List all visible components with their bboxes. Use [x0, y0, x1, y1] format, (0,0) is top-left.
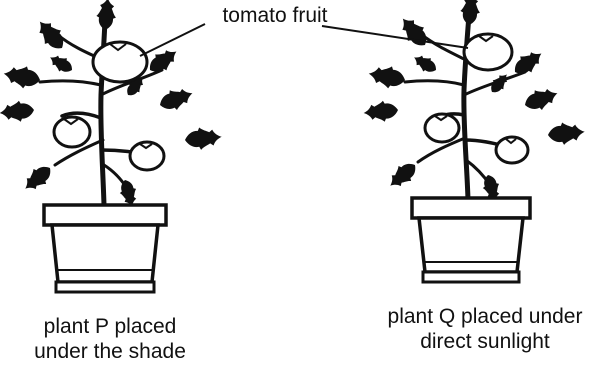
tomato-fruit-q-right: [496, 137, 528, 163]
plant-q-leaves: [363, 0, 586, 204]
plant-p-caption-line2: under the shade: [10, 339, 210, 364]
plant-q-pot: [412, 198, 530, 282]
plant-p-pot: [44, 205, 166, 292]
tomato-fruit-label: tomato fruit: [190, 3, 360, 28]
plant-p-caption-line1: plant P placed: [10, 314, 210, 339]
pointer-line-p: [140, 24, 205, 56]
pot-p-rim: [44, 205, 166, 225]
plant-p: [0, 0, 223, 292]
pointer-line-q: [322, 26, 468, 48]
pot-p-base: [56, 282, 154, 292]
pot-p-body: [52, 225, 158, 282]
plant-q-caption-line2: direct sunlight: [365, 329, 605, 354]
plant-q-caption: plant Q placed under direct sunlight: [365, 304, 605, 354]
pot-q-base: [423, 272, 519, 282]
plant-q-fruits: [425, 34, 528, 163]
plant-q: [363, 0, 586, 282]
plant-p-caption: plant P placed under the shade: [10, 314, 210, 364]
pot-q-rim: [412, 198, 530, 218]
plant-q-caption-line1: plant Q placed under: [365, 304, 605, 329]
tomato-fruit-p-left: [54, 117, 90, 147]
pot-q-body: [419, 218, 523, 272]
